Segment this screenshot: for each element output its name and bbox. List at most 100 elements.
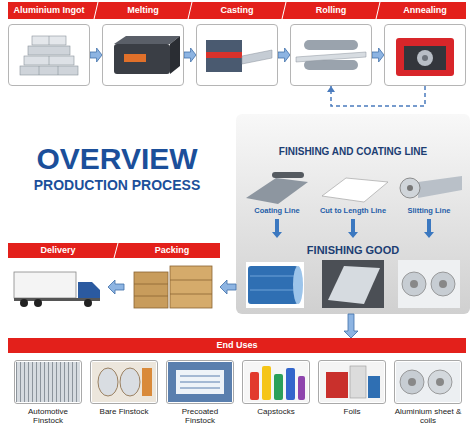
image-frame — [394, 360, 462, 404]
title: OVERVIEW PRODUCTION PROCESS — [24, 142, 210, 193]
truck-picture — [14, 272, 100, 307]
rolling-picture — [296, 40, 366, 70]
finishing-panel: FINISHING AND COATING LINE FINISHING GOOD… — [236, 114, 470, 314]
bare-finstock-picture — [120, 368, 140, 396]
annealing-picture — [404, 46, 446, 70]
return-loop — [327, 86, 425, 106]
annealing-picture — [422, 55, 428, 61]
process-step: Aluminium Ingot — [8, 2, 90, 86]
end-use-item: Foils — [318, 360, 386, 430]
foils-picture — [350, 366, 366, 398]
rolling-picture — [304, 40, 358, 50]
panel-heading: FINISHING GOOD — [236, 244, 470, 257]
sheet-coils-picture — [436, 378, 444, 386]
coils-picture — [398, 260, 460, 308]
ingot-picture — [20, 36, 78, 75]
connector-part — [220, 280, 236, 294]
furnace-picture — [124, 54, 146, 62]
image-frame — [124, 261, 220, 313]
sheet-coils-picture — [396, 362, 460, 402]
process-step: Melting — [102, 2, 184, 86]
slitting-machine-picture — [407, 185, 413, 191]
truck-picture — [14, 272, 76, 298]
sheet-coils-picture — [428, 370, 452, 394]
connector-part — [331, 86, 425, 106]
header-label: End Uses — [8, 338, 466, 353]
slitting-machine-picture — [400, 178, 420, 198]
capstocks-picture — [286, 368, 295, 400]
machine-box: Coating Line — [240, 168, 314, 216]
bare-finstock-picture — [142, 368, 152, 396]
finstock-picture — [16, 362, 80, 402]
image-frame — [290, 24, 372, 86]
crates-picture — [170, 294, 212, 295]
down-arrow — [272, 219, 434, 238]
truck-picture — [34, 299, 42, 307]
coils-picture — [410, 280, 418, 288]
end-use-item: Aluminium sheet & coils — [394, 360, 462, 430]
image-frame — [242, 360, 310, 404]
image-frame — [14, 360, 82, 404]
header-label: Rolling — [290, 2, 372, 19]
precoated-finstock-picture — [176, 370, 224, 394]
connector-part — [278, 48, 290, 62]
sheet-picture — [322, 260, 384, 308]
casting-picture — [206, 52, 242, 58]
ingot-picture — [49, 56, 50, 65]
crates-picture — [170, 280, 212, 281]
connector-part — [327, 86, 335, 92]
image-frame — [316, 168, 390, 206]
cut-machine-picture — [322, 178, 388, 202]
flow-arrow — [184, 48, 196, 62]
end-use-item: Capstocks — [242, 360, 310, 430]
crates-picture — [134, 284, 168, 285]
casting-picture — [206, 40, 272, 72]
annealing-picture — [396, 38, 454, 76]
header-bar — [94, 2, 98, 19]
flow-arrow — [220, 280, 236, 294]
precoated-finstock-picture — [180, 388, 220, 389]
down-arrow — [348, 219, 358, 238]
image-frame — [102, 24, 184, 86]
sheet-coils-picture — [408, 378, 416, 386]
image-frame — [392, 168, 466, 206]
rolling-picture — [304, 60, 358, 70]
caption: Coating Line — [240, 206, 314, 216]
coils-picture — [431, 272, 455, 296]
finishing-panel-ground — [236, 114, 470, 314]
crates-picture — [134, 296, 168, 297]
finstock-picture — [16, 362, 80, 402]
image-frame — [8, 261, 108, 313]
header-bar — [282, 2, 286, 19]
caption: Cut to Length Line — [316, 206, 390, 216]
process-step: Rolling — [290, 2, 372, 86]
coil-picture — [246, 262, 304, 308]
sheet-coils-picture — [396, 362, 460, 402]
caption: Aluminium sheet & coils — [394, 407, 462, 425]
furnace-picture — [114, 36, 180, 74]
logistics-step: Packing — [124, 243, 220, 313]
annealing-picture — [417, 50, 433, 66]
slitting-machine-picture — [400, 176, 462, 198]
header-bar — [8, 243, 220, 258]
header-label: Aluminium Ingot — [8, 2, 90, 19]
process-step: Annealing — [384, 2, 466, 86]
header-label: Melting — [102, 2, 184, 19]
foils-picture — [368, 376, 380, 398]
end-use-item: Bare Finstock — [90, 360, 158, 430]
caption: Automotive Finstock — [14, 407, 82, 425]
flow-arrow — [278, 48, 290, 62]
caption: Precoated Finstock — [166, 407, 234, 425]
panel-heading: FINISHING AND COATING LINE — [236, 146, 470, 158]
casting-picture — [206, 40, 242, 72]
furnace-picture — [170, 36, 180, 74]
bare-finstock-picture — [98, 368, 118, 396]
flow-arrow — [90, 48, 102, 62]
coil-picture — [246, 262, 304, 308]
foils-picture — [326, 372, 348, 398]
ingot-picture — [28, 46, 70, 55]
capstocks-picture — [244, 362, 308, 402]
sheet-coils-picture — [400, 370, 424, 394]
coil-picture — [248, 266, 298, 304]
